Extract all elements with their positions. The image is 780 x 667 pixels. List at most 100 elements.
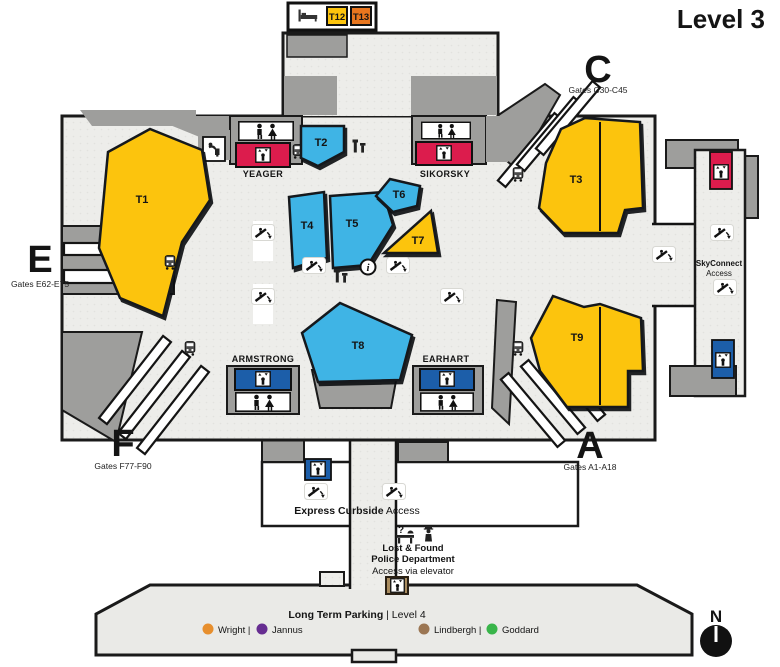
escalator-icon [304,483,328,500]
escalator-icon [710,224,734,241]
elevator-icon [713,164,729,180]
zone-t9-label: T9 [571,332,584,344]
police-dept-label: Police Department [371,554,455,565]
walkway-bar [534,79,602,157]
zone-t8 [300,301,414,384]
concourse-f-gates: Gates F77-F90 [94,461,151,471]
elevator-icon [715,352,731,368]
structure-strip-topleft [80,110,196,126]
zone-t4 [287,190,329,270]
concourse-c-gates: Gates C30-C45 [568,85,627,95]
parking-structure [94,583,694,657]
elevator-icon [390,578,405,593]
yeager-lobby: YEAGER [198,115,304,179]
walkway-bar [135,364,211,456]
legend-label-lindbergh: Lindbergh | [434,625,481,636]
yeager-label: YEAGER [243,169,284,179]
parking-notch [350,648,398,664]
long-term-parking-label: Long Term Parking | Level 4 [288,609,425,621]
escalator-icon [386,257,410,274]
legend-dot-jannus [256,623,268,635]
skyconnect-label-2: Access [706,269,732,278]
express-curbside-label: Express Curbside Access [294,505,419,517]
lost-found-desk-icon: ? [396,525,414,544]
armstrong-label: ARMSTRONG [232,354,295,364]
escalator-icon [652,246,676,263]
sikorsky-label: SIKORSKY [420,169,470,179]
restroom-icon [421,121,471,140]
restroom-icon [235,392,291,412]
structure-block-curbside-right [397,441,449,463]
north-annex [281,31,500,116]
police-officer-icon [423,526,434,542]
elevator-access-label: Access via elevator [372,566,454,577]
escalator-icon [251,224,275,241]
legend-label-jannus: Jannus [272,625,303,636]
zone-t6-label: T6 [393,189,406,201]
zone-t2 [299,124,346,168]
compass-n-label: N [710,607,722,626]
walkway-bar [499,371,567,449]
earhart-lobby: EARHART [412,354,484,415]
compass-icon: N [700,607,732,657]
legend-dot-wright [202,623,214,635]
elevator-icon [439,371,455,387]
escalator-icon [713,279,737,296]
zone-t1 [97,127,212,318]
escalator-icon [382,483,406,500]
zone-t8-label: T8 [352,340,365,352]
elevator-icon [436,145,452,161]
stem-corridor [319,438,398,590]
airside-c-walkways [496,79,602,189]
hotel-shuttle-box: T12 T13 [286,1,378,32]
airside-f-walkways [61,331,211,456]
zone-t7 [380,208,440,255]
zone-t12-label: T12 [329,12,345,23]
info-icon: i [359,258,377,276]
zone-t4-label: T4 [301,220,315,232]
zone-t7-label: T7 [412,235,425,247]
armstrong-lobby: ARMSTRONG [226,354,300,415]
sikorsky-lobby: SIKORSKY [411,115,532,179]
zone-t5 [328,190,395,270]
skyconnect-label: SkyConnect [696,259,743,268]
structure-block-curbside-left [261,439,305,463]
parking-legend: Wright | Jannus Lindbergh | Goddard [202,623,539,636]
concourse-e-gates: Gates E62-E75 [11,279,69,289]
zone-t2-label: T2 [315,137,328,149]
legend-dot-lindbergh [418,623,430,635]
lost-found-label: Lost & Found [382,543,443,554]
legend-label-wright: Wright | [218,625,250,636]
legend-dot-goddard [486,623,498,635]
zone-t5-label: T5 [346,218,359,230]
escalator-icon [302,257,326,274]
zone-t6 [374,177,422,214]
legend-label-goddard: Goddard [502,625,539,636]
parking-entry-tab [319,571,345,587]
escalator-icon [440,288,464,305]
skyconnect-station: SkyConnect Access [652,139,759,398]
concourse-f-letter: F [111,423,134,465]
zone-t3-label: T3 [570,174,583,186]
zone-t9 [529,294,645,409]
zone-t12 [326,6,348,26]
info-letter: i [366,262,370,274]
walkway-bar [97,334,173,426]
concourse-a-gates: Gates A1-A18 [564,462,617,472]
restroom-icon [420,392,474,412]
restroom-icon [238,121,294,141]
elevator-icon [255,371,271,387]
concourse-c-letter: C [584,49,611,91]
concourse-e-letter: E [27,239,52,281]
zone-t1-label: T1 [136,194,149,206]
concourse-a-letter: A [576,425,603,467]
escalator-icon [251,288,275,305]
zone-t3 [537,116,645,235]
lost-found-block: ? Lost & Found Police Department Access … [371,525,456,595]
zone-t13 [350,6,372,26]
earhart-label: EARHART [423,354,470,364]
zone-t13-label: T13 [353,12,369,23]
elevator-icon [255,147,271,163]
